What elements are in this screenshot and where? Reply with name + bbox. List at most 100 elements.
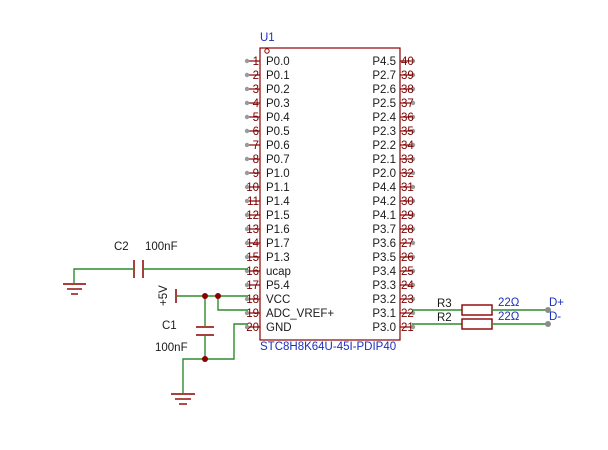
ic-body[interactable] — [259, 47, 401, 341]
pin-end[interactable] — [244, 268, 250, 274]
pin-end[interactable] — [244, 254, 250, 260]
pin-end[interactable] — [244, 86, 250, 92]
pin-end[interactable] — [244, 198, 250, 204]
junction-vcc-c1 — [202, 293, 208, 299]
c2-ref: C2 — [114, 241, 129, 253]
pin-end[interactable] — [410, 254, 416, 260]
pin-end[interactable] — [410, 240, 416, 246]
pin-number: 32 — [401, 168, 414, 180]
pin-end[interactable] — [410, 142, 416, 148]
pin-end[interactable] — [244, 282, 250, 288]
pin-end[interactable] — [244, 156, 250, 162]
pin-number: 33 — [401, 154, 414, 166]
pin-end[interactable] — [244, 170, 250, 176]
pin-end[interactable] — [410, 86, 416, 92]
pin-end[interactable] — [410, 324, 416, 330]
pin-end[interactable] — [244, 310, 250, 316]
pin-end[interactable] — [410, 100, 416, 106]
pin-number: 4 — [253, 98, 260, 110]
pin-end[interactable] — [410, 170, 416, 176]
pin-number: 21 — [401, 322, 414, 334]
pin-end[interactable] — [410, 128, 416, 134]
pin-end[interactable] — [410, 296, 416, 302]
pin-end[interactable] — [244, 240, 250, 246]
pin-number: 35 — [401, 126, 414, 138]
dp-terminal[interactable] — [545, 307, 551, 313]
pin-number: 11 — [247, 196, 259, 208]
pin-end[interactable] — [244, 184, 250, 190]
pin-end[interactable] — [244, 58, 250, 64]
pin-end[interactable] — [410, 268, 416, 274]
pin-end[interactable] — [410, 184, 416, 190]
pin-end[interactable] — [244, 142, 250, 148]
r3-body[interactable] — [461, 304, 493, 316]
pin-name: P0.6 — [266, 140, 290, 152]
pin-end[interactable] — [244, 226, 250, 232]
pin-end[interactable] — [244, 72, 250, 78]
pin-number: 38 — [401, 84, 414, 96]
ground-symbol-c1 — [171, 393, 195, 405]
pin-end[interactable] — [244, 128, 250, 134]
pin-number: 31 — [401, 182, 414, 194]
pin-end[interactable] — [410, 310, 416, 316]
pin-end[interactable] — [410, 156, 416, 162]
dm-terminal[interactable] — [545, 321, 551, 327]
pin-number: 1 — [253, 56, 259, 68]
r2-ref: R2 — [437, 312, 452, 324]
r2-body[interactable] — [461, 318, 493, 330]
pin-end[interactable] — [244, 114, 250, 120]
pin-end[interactable] — [410, 226, 416, 232]
pin-end[interactable] — [244, 100, 250, 106]
pin-end[interactable] — [410, 114, 416, 120]
pin-end[interactable] — [410, 72, 416, 78]
pin-end[interactable] — [410, 58, 416, 64]
pin-end[interactable] — [410, 282, 416, 288]
pin-end[interactable] — [244, 296, 250, 302]
pin-end[interactable] — [410, 212, 416, 218]
dp-label: D+ — [549, 297, 564, 309]
pin-end[interactable] — [244, 324, 250, 330]
pin-end[interactable] — [410, 198, 416, 204]
pin-end[interactable] — [244, 212, 250, 218]
